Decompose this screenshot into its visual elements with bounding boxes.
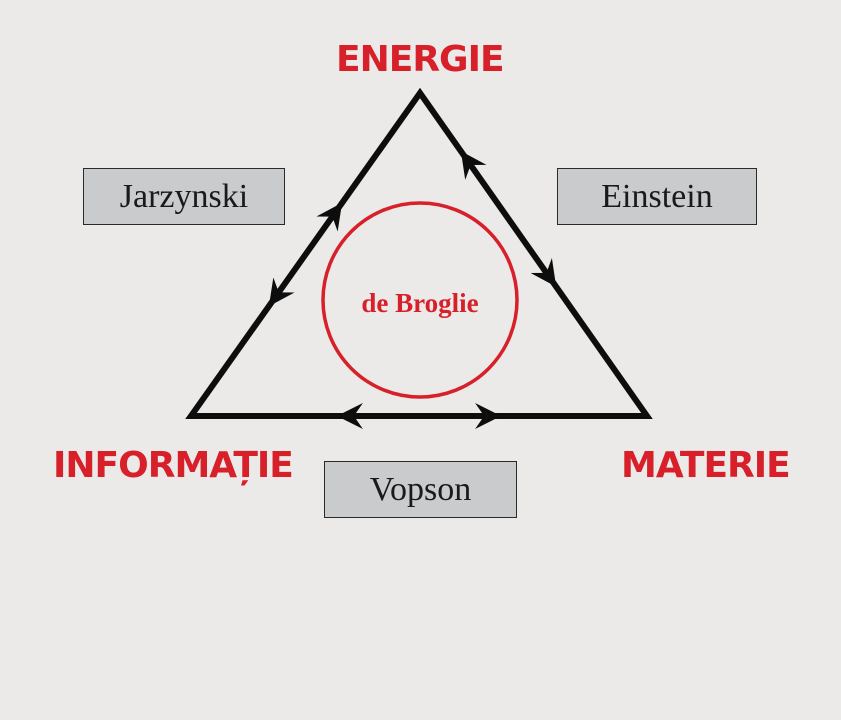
center-circle <box>321 201 519 399</box>
name-box-einstein: Einstein <box>557 168 757 225</box>
arrow-left-edge-up <box>316 202 343 232</box>
vertex-label-materie: MATERIE <box>621 445 791 486</box>
name-label-einstein: Einstein <box>601 177 713 215</box>
triangle-outline <box>185 87 653 419</box>
vertex-label-energie: ENERGIE <box>336 39 505 80</box>
center-label-de-broglie: de Broglie <box>361 288 479 318</box>
arrow-bottom-edge-right <box>475 403 502 429</box>
name-box-jarzynski: Jarzynski <box>83 168 285 225</box>
arrow-left-edge-down <box>268 277 295 307</box>
arrow-layer <box>268 151 557 429</box>
arrow-right-edge-down <box>530 258 557 287</box>
vertex-label-informatie: INFORMAȚIE <box>53 445 294 486</box>
name-label-jarzynski: Jarzynski <box>119 177 249 215</box>
arrow-right-edge-up <box>460 151 487 180</box>
arrow-bottom-edge-left <box>336 403 363 429</box>
name-label-vopson: Vopson <box>369 470 472 508</box>
name-box-vopson: Vopson <box>324 461 517 518</box>
